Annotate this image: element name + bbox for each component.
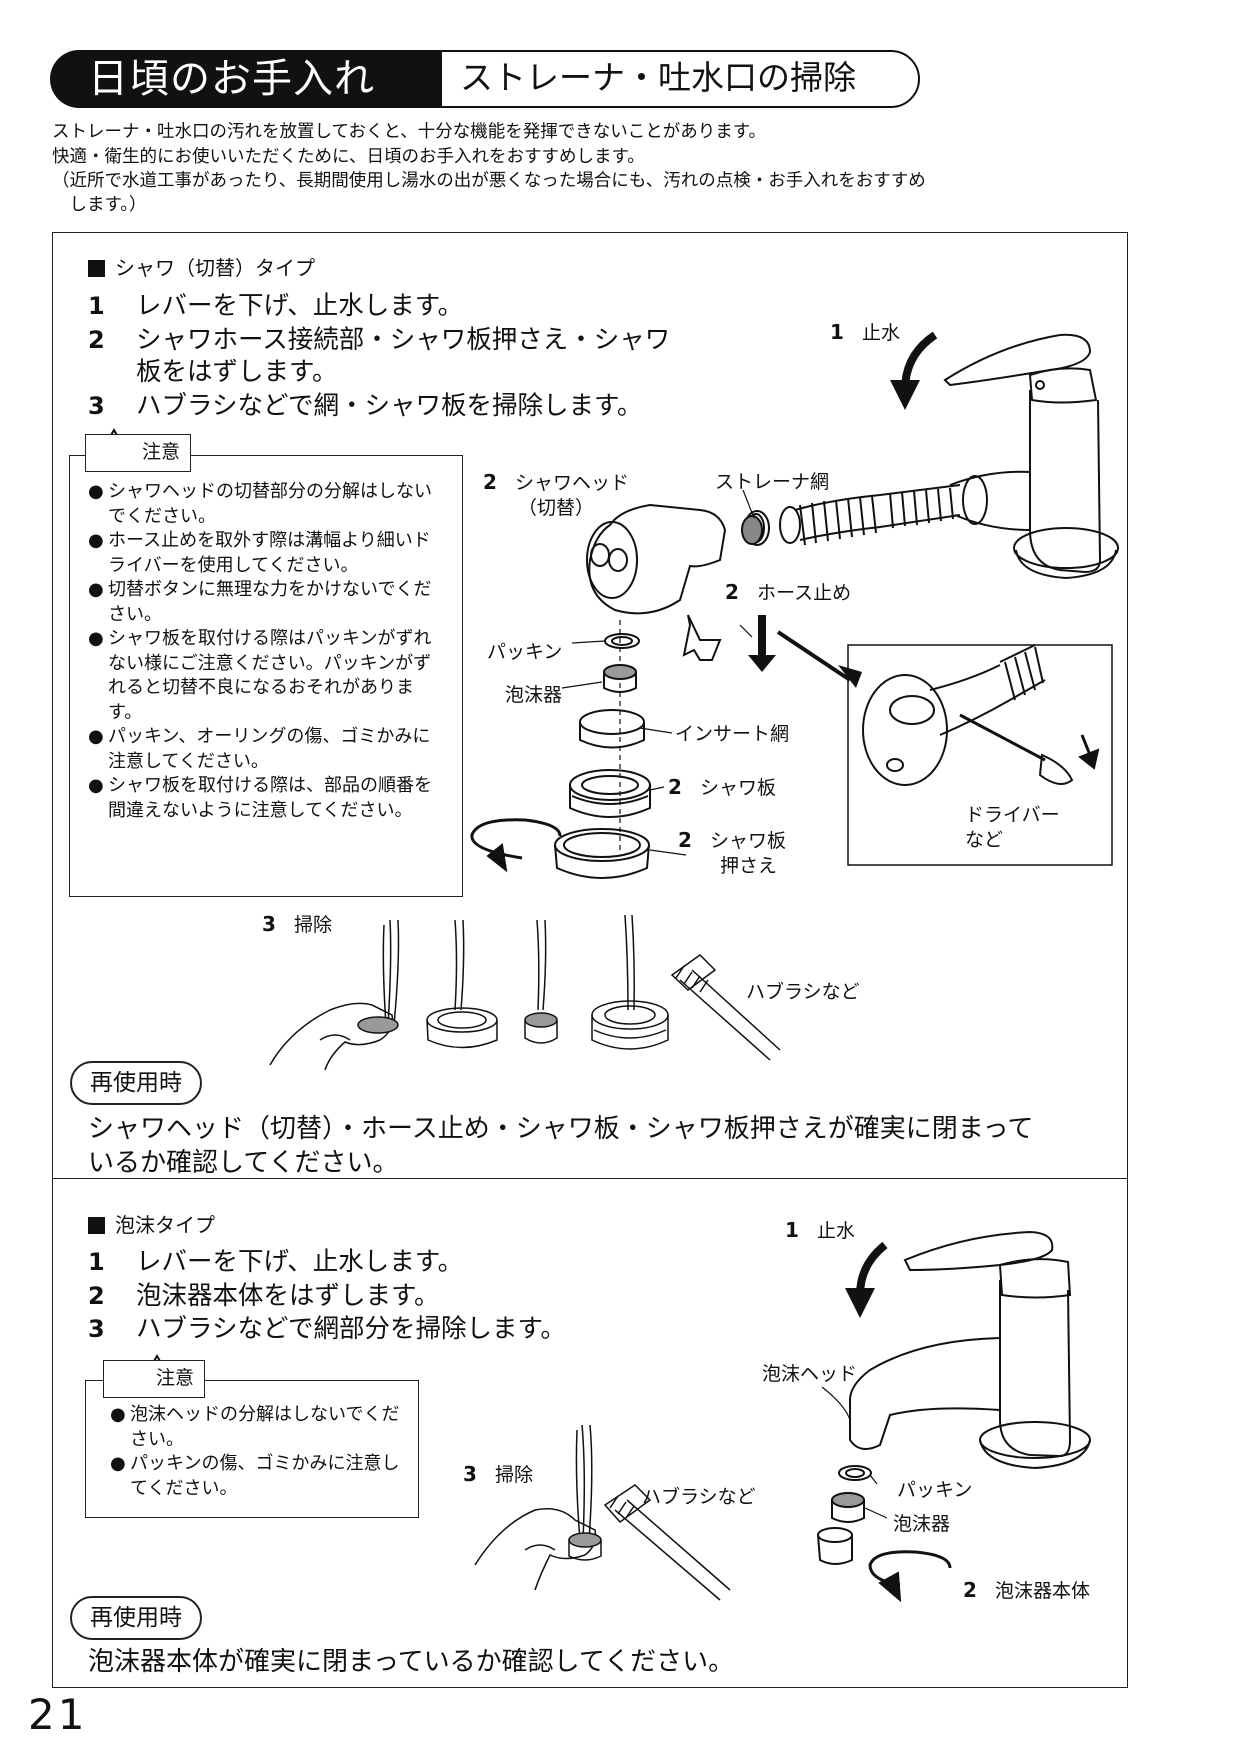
caution-item: シャワ板を取付ける際はパッキンがずれない様にご注意ください。パッキンがずれると切…	[88, 627, 448, 725]
shower-head-illustration	[586, 503, 727, 615]
caution-item: シャワ板を取付ける際は、部品の順番を間違えないように注意してください。	[88, 774, 448, 823]
label-plate-holder-sub: 押さえ	[720, 855, 778, 877]
content-frame	[52, 232, 1128, 1688]
section-divider	[52, 1178, 1128, 1179]
label-shower-head-sub: （切替）	[518, 497, 595, 519]
label-clean: 3 掃除	[262, 912, 333, 936]
label-packing: パッキン	[487, 641, 563, 663]
label-foam-head: 泡沫ヘッド	[762, 1363, 858, 1385]
intro-line-2: 快適・衛生的にお使いいただくために、日頃のお手入れをおすすめします。	[52, 147, 645, 167]
label-shower-head: 2 シャワヘッド	[483, 470, 630, 494]
foam-faucet-illustration	[849, 1230, 1091, 1470]
foam-caution-box: 泡沫ヘッドの分解はしないでください。 パッキンの傷、ゴミかみに注意してください。	[85, 1380, 419, 1518]
label-strainer: ストレーナ網	[715, 471, 830, 493]
label-foam-clean: 3 掃除	[463, 1462, 534, 1486]
foam-reuse-label: 再使用時	[70, 1596, 202, 1640]
label-foam-body: 2 泡沫器本体	[963, 1578, 1091, 1602]
strainer-mesh-illustration	[741, 515, 763, 545]
intro-line-3: （近所で水道工事があったり、長期間使用し湯水の出が悪くなった場合にも、汚れの点検…	[52, 171, 926, 191]
label-foam-aerator: 泡沫器	[893, 1513, 951, 1535]
foam-aerator-illustration	[831, 1492, 865, 1523]
shower-caution-label: 注意	[85, 434, 192, 472]
aerator-illustration	[603, 664, 637, 693]
section-title: 日頃のお手入れ	[50, 50, 448, 108]
shower-plate-holder-illustration	[554, 828, 650, 879]
section-subtitle: ストレーナ・吐水口の掃除	[440, 50, 920, 108]
label-foam-stop: 1 止水	[785, 1218, 856, 1242]
foam-section-title: 泡沫タイプ	[88, 1212, 215, 1238]
label-foam-packing: パッキン	[897, 1479, 973, 1501]
foam-body-illustration	[817, 1527, 853, 1565]
label-plate-holder: 2 シャワ板	[678, 828, 787, 852]
intro-line-4: します。）	[52, 195, 147, 215]
insert-mesh-illustration	[579, 709, 645, 749]
shower-caution-box: シャワヘッドの切替部分の分解はしないでください。 ホース止めを取外す際は溝幅より…	[69, 455, 463, 897]
label-insert-mesh: インサート網	[675, 723, 790, 745]
foam-cleaning-illustration	[474, 1424, 731, 1601]
driver-inset-box	[847, 644, 1113, 866]
page-number: 21	[28, 1690, 88, 1739]
label-shower-plate: 2 シャワ板	[668, 775, 777, 799]
caution-item: 切替ボタンに無理な力をかけないでください。	[88, 578, 448, 627]
shower-faucet-illustration	[943, 333, 1119, 580]
shower-hose-illustration	[744, 484, 961, 546]
caution-item: パッキン、オーリングの傷、ゴミかみに注意してください。	[88, 725, 448, 774]
label-hose-clip: 2 ホース止め	[725, 580, 852, 604]
shower-step-2-cont: 板をはずします。	[136, 357, 338, 387]
shower-cleaning-illustration	[269, 914, 781, 1071]
label-stop: 1 止水	[830, 320, 901, 344]
hose-clip-illustration	[682, 614, 722, 661]
driver-inset-illustration	[862, 644, 1100, 786]
label-foam-brush: ハブラシなど	[642, 1486, 756, 1508]
label-driver: ドライバー	[965, 804, 1060, 826]
square-bullet-icon	[88, 260, 105, 277]
shower-reuse-text-2: いるか確認してください。	[88, 1148, 399, 1178]
foam-packing-illustration	[838, 1465, 872, 1481]
intro-line-1: ストレーナ・吐水口の汚れを放置しておくと、十分な機能を発揮できないことがあります…	[52, 122, 766, 142]
shower-reuse-label: 再使用時	[70, 1061, 202, 1105]
label-driver-sub: など	[965, 829, 1004, 851]
foam-caution-label: 注意	[103, 1360, 206, 1398]
label-aerator: 泡沫器	[505, 684, 563, 706]
caution-item: シャワヘッドの切替部分の分解はしないでください。	[88, 480, 448, 529]
caution-item: パッキンの傷、ゴミかみに注意してください。	[110, 1452, 410, 1501]
square-bullet-icon	[88, 1217, 105, 1234]
label-brush: ハブラシなど	[746, 981, 860, 1003]
caution-item: ホース止めを取外す際は溝幅より細いドライバーを使用してください。	[88, 529, 448, 578]
shower-plate-illustration	[569, 769, 651, 818]
shower-reuse-text-1: シャワヘッド（切替）・ホース止め・シャワ板・シャワ板押さえが確実に閉まって	[88, 1114, 1034, 1144]
caution-item: 泡沫ヘッドの分解はしないでください。	[110, 1403, 410, 1452]
shower-section-title: シャワ（切替）タイプ	[88, 255, 315, 281]
foam-reuse-text: 泡沫器本体が確実に閉まっているか確認してください。	[88, 1647, 735, 1677]
